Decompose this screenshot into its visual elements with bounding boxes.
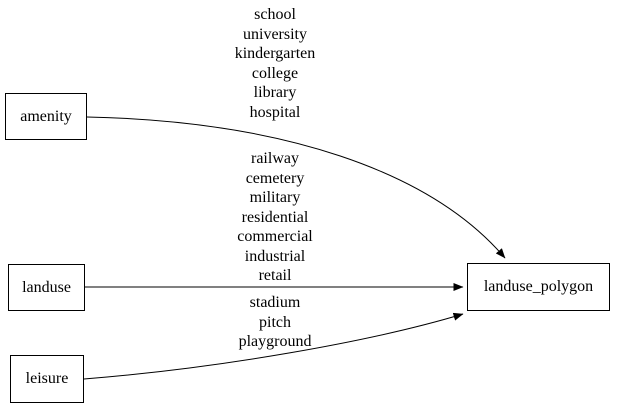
edge-label-line: military <box>249 189 301 206</box>
edge-label-line: hospital <box>249 103 301 121</box>
edge-amenity-to-landuse-polygon <box>86 116 506 259</box>
node-landuse-polygon: landuse_polygon <box>467 263 610 311</box>
edge-label-line: stadium <box>249 294 301 311</box>
edge-label-line: kindergarten <box>234 45 316 62</box>
edge-label-amenity-values: school university kindergarten college libra… <box>165 5 385 122</box>
edge-label-line: library <box>253 84 297 101</box>
node-leisure-label: leisure <box>25 370 69 387</box>
node-amenity-label: amenity <box>20 107 72 125</box>
node-amenity: amenity <box>5 93 87 140</box>
node-leisure: leisure <box>10 355 84 403</box>
edge-leisure-to-landuse-polygon <box>83 312 464 380</box>
edge-label-line: university <box>243 25 307 43</box>
edge-label-line: retail <box>258 267 292 284</box>
edge-label-line: cemetery <box>245 169 305 187</box>
edge-label-line: playground <box>238 333 312 350</box>
edge-label-landuse-values: railway cemetery military residential commer… <box>165 149 385 286</box>
edge-label-line: residential <box>241 208 309 226</box>
edge-label-line: commercial <box>237 228 313 245</box>
node-landuse-label: landuse <box>22 278 71 296</box>
edge-label-line: railway <box>251 150 299 167</box>
edge-label-line: school <box>254 6 296 23</box>
node-landuse-polygon-label: landuse_polygon <box>483 278 594 295</box>
edge-label-line: industrial <box>244 247 306 265</box>
edge-label-line: pitch <box>259 313 291 331</box>
node-landuse: landuse <box>8 264 85 311</box>
edge-label-line: college <box>251 64 299 82</box>
edge-label-leisure-values: stadium pitch playground <box>165 293 385 352</box>
